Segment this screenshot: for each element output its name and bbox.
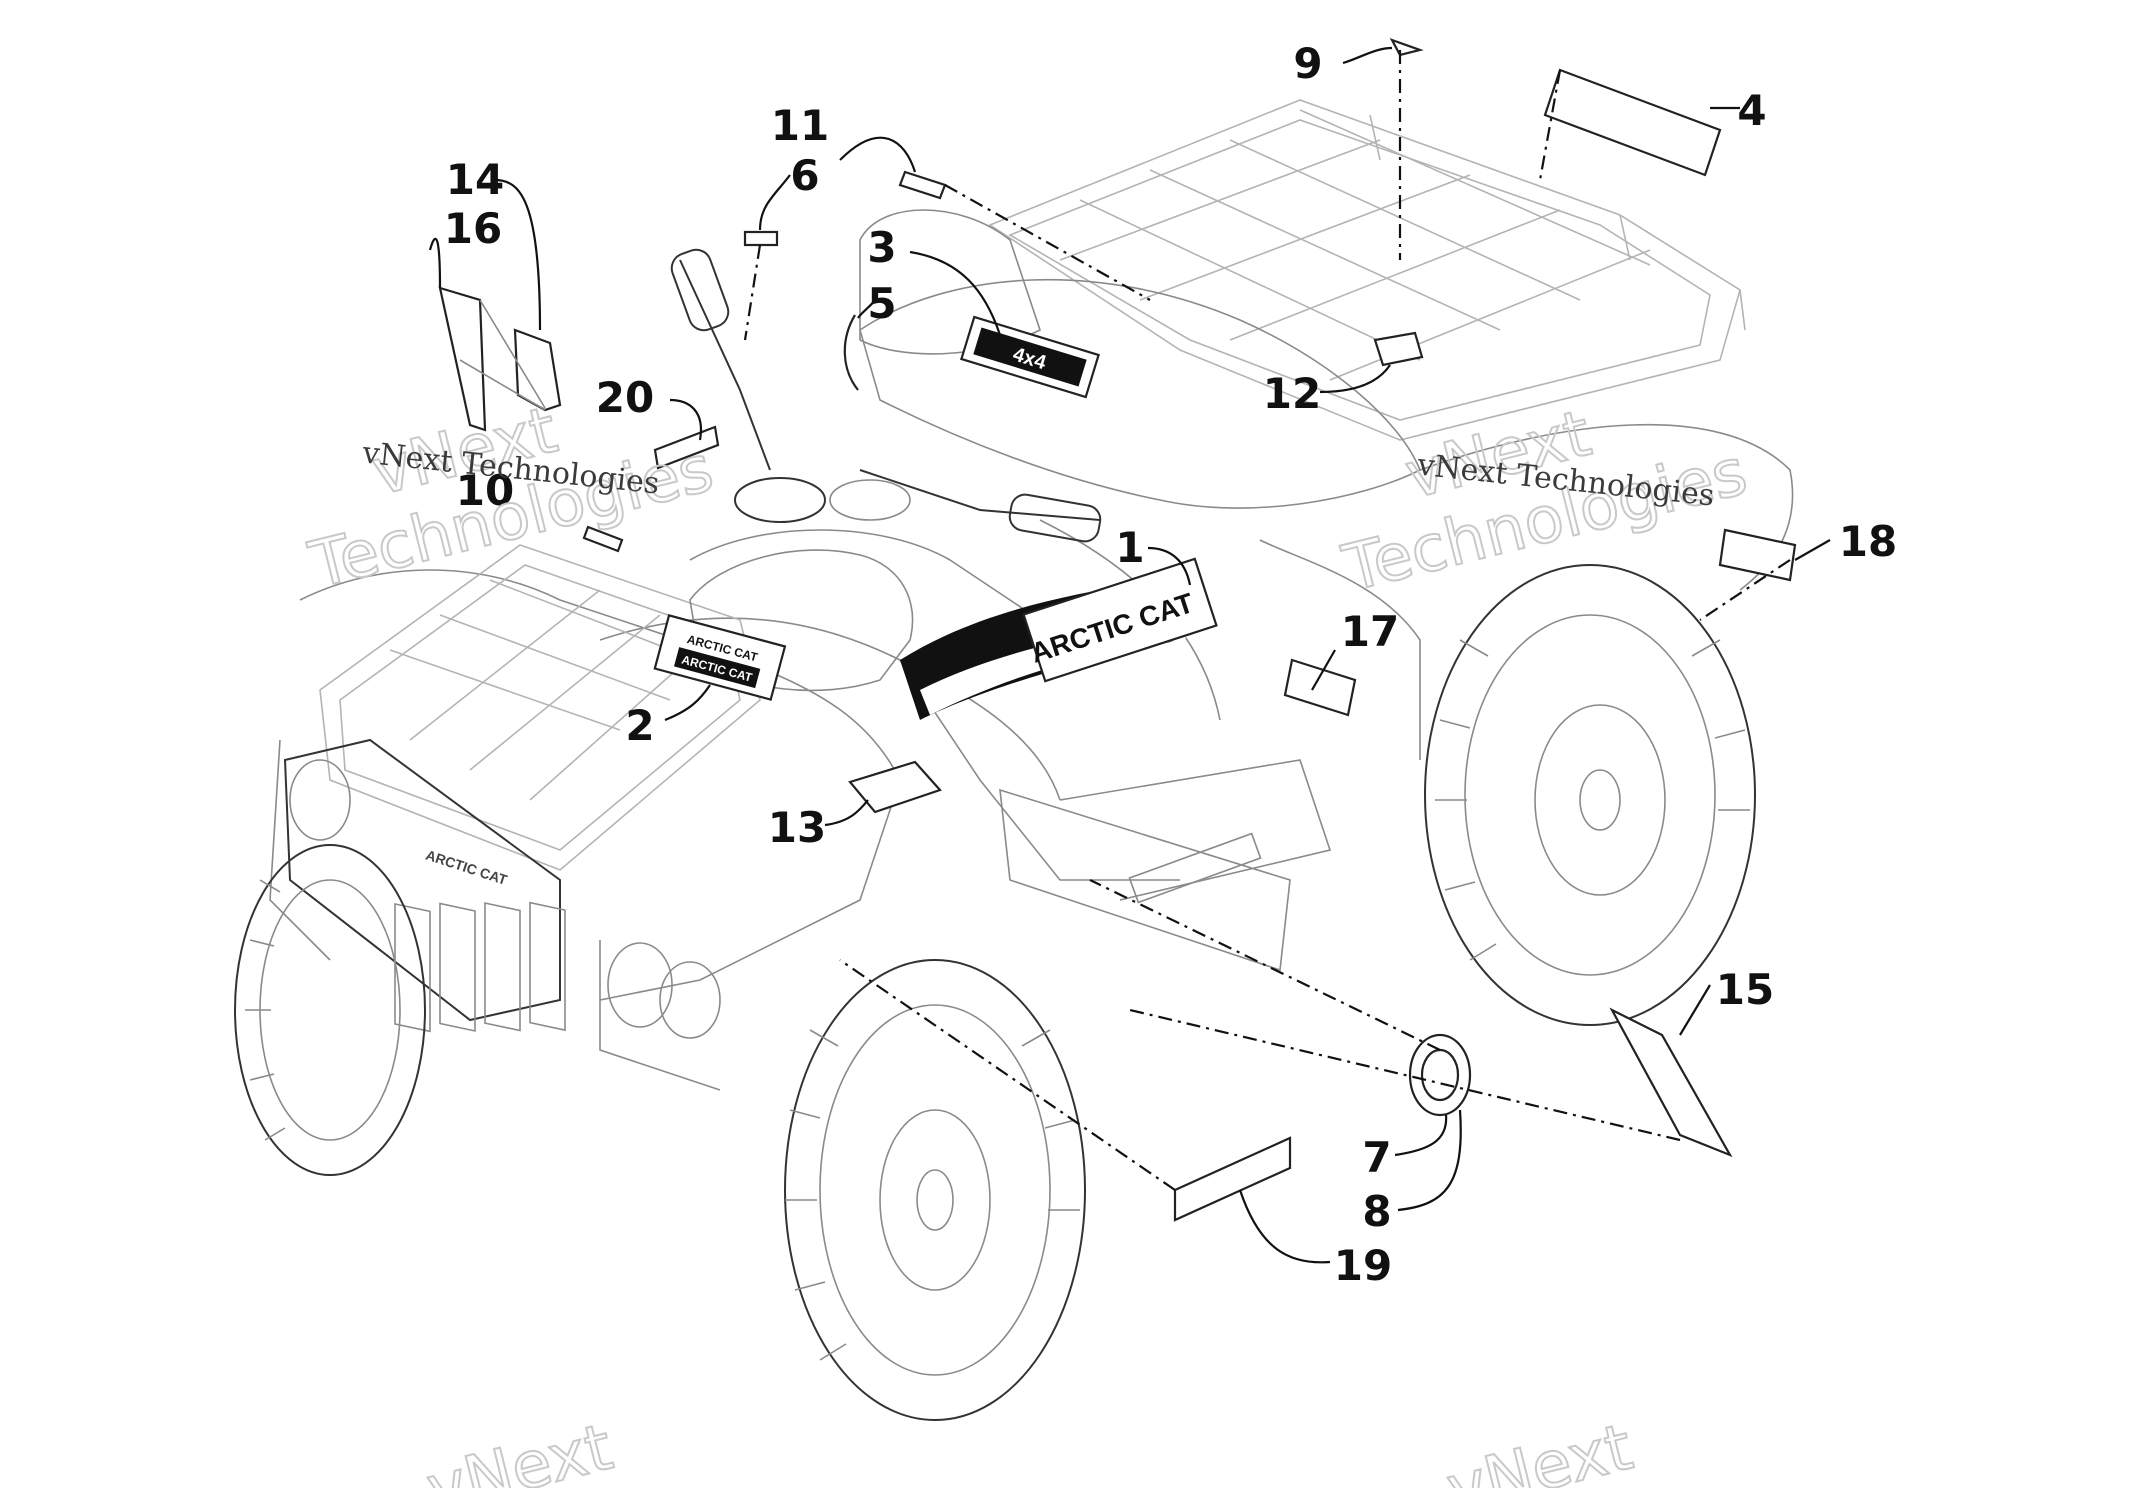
decal-18: [1718, 528, 1797, 582]
decal-6: [743, 230, 779, 247]
leader-lines: [428, 46, 1831, 1264]
handlebars-and-tank: [670, 209, 1102, 701]
callout-14: 14: [446, 155, 504, 204]
callout-7: 7: [1362, 1133, 1391, 1182]
decal-15: [1609, 1007, 1733, 1158]
callout-9: 9: [1293, 39, 1322, 88]
callout-labels: 1 2 3 4 5 6 7 8 9 10 11 12 13 14 15 16 1…: [444, 39, 1897, 1290]
callout-19: 19: [1334, 1241, 1392, 1290]
decal-17: [1283, 658, 1357, 717]
decal-4: [1543, 68, 1722, 177]
callout-17: 17: [1341, 607, 1399, 656]
leader-5: [857, 299, 876, 319]
footrest: [999, 788, 1291, 972]
decal-7-8: [1408, 1033, 1472, 1117]
leader-9: [1342, 46, 1393, 65]
callout-18: 18: [1839, 517, 1897, 566]
callout-11: 11: [771, 101, 829, 150]
leader-14: [494, 178, 542, 331]
leader-2: [664, 684, 711, 722]
leader-20: [669, 398, 703, 441]
grille-and-headlights: [269, 738, 721, 1091]
decal-9: [1389, 38, 1424, 57]
callout-8: 8: [1362, 1187, 1391, 1236]
leader-16: [428, 237, 442, 289]
front-left-wheel: [234, 844, 426, 1176]
callout-13: 13: [768, 803, 826, 852]
leader-1: [1147, 546, 1192, 586]
callout-20: 20: [596, 373, 654, 422]
decal-14: [513, 328, 562, 412]
side-stripe-graphic: [900, 557, 1218, 720]
callout-10: 10: [456, 466, 514, 515]
callout-3: 3: [867, 223, 896, 272]
leader-3: [909, 250, 1002, 336]
decal-12: [1373, 331, 1424, 367]
callout-16: 16: [444, 204, 502, 253]
leader-17: [1311, 649, 1336, 691]
grille-brand-text: ARCTIC CAT: [424, 847, 510, 888]
decal-20: [653, 425, 720, 470]
leader-12: [1319, 364, 1391, 394]
leader-13: [824, 799, 869, 827]
front-right-wheel: [784, 959, 1086, 1421]
decals: ARCTIC CAT ARCTIC CAT 4x4 ARCTIC CAT ARC…: [424, 38, 1797, 1222]
decal-16: [438, 286, 487, 432]
leader-18: [1794, 539, 1831, 561]
leader-11: [839, 136, 917, 173]
callout-2: 2: [625, 701, 654, 750]
leader-15: [1679, 984, 1711, 1036]
watermarks: vNext Technologies vNext Technologies vN…: [301, 393, 1754, 1488]
decal-11: [898, 170, 947, 200]
leader-6: [758, 174, 791, 231]
decal-2: ARCTIC CAT ARCTIC CAT: [653, 614, 787, 701]
callout-4: 4: [1737, 86, 1766, 135]
callout-12: 12: [1263, 369, 1321, 418]
watermark-bottom-left: vNext: [420, 1411, 619, 1488]
leader-19: [1238, 1189, 1331, 1264]
assembly-lines: [743, 50, 1791, 1191]
decal-3: 4x4: [960, 315, 1100, 399]
rear-right-wheel: [1424, 564, 1756, 1026]
leader-8: [1397, 1109, 1462, 1212]
leader-7: [1394, 1114, 1448, 1157]
callout-5: 5: [867, 279, 896, 328]
decal-10: [582, 525, 624, 553]
callout-1: 1: [1115, 523, 1144, 572]
rear-rack: [988, 99, 1746, 441]
front-rack: [319, 544, 761, 871]
watermark-bottom-right: vNext: [1440, 1411, 1639, 1488]
callout-6: 6: [790, 151, 819, 200]
decal-19: [1173, 1136, 1292, 1222]
callout-15: 15: [1716, 965, 1774, 1014]
decal-5: [843, 314, 859, 391]
decal-14-16-guides: [459, 299, 546, 411]
